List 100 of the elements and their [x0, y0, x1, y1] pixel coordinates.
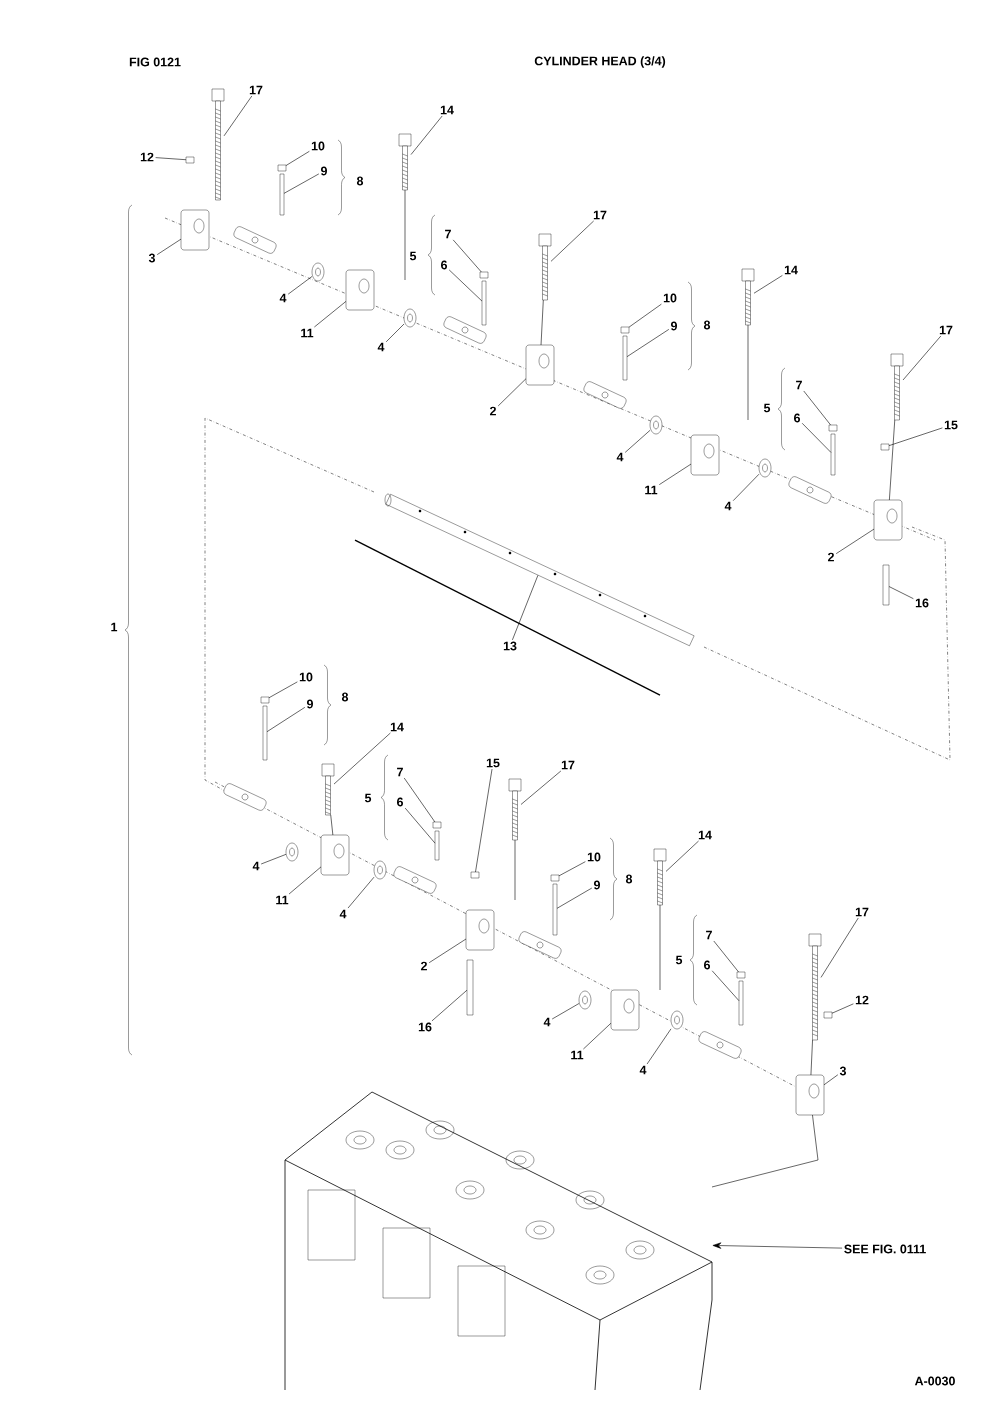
bolt — [741, 268, 755, 326]
callout-number: 4 — [252, 861, 260, 871]
leader-line — [659, 463, 692, 485]
callout-number: 8 — [341, 692, 349, 702]
callout-number: 11 — [301, 328, 314, 338]
nut — [277, 164, 287, 172]
stud — [882, 564, 890, 606]
callout-number: 4 — [543, 1017, 551, 1027]
nut — [470, 871, 480, 879]
stud — [466, 959, 474, 1016]
leader-line — [550, 220, 594, 262]
bracket — [525, 344, 555, 386]
reference-note: SEE FIG. 0111 — [844, 1244, 926, 1254]
bracket — [320, 834, 350, 876]
bracket — [180, 209, 210, 251]
callout-number: 17 — [249, 85, 263, 95]
bolt — [398, 133, 412, 191]
callout-number: 7 — [397, 767, 403, 777]
leader-line — [835, 528, 875, 554]
leader-line — [223, 95, 253, 137]
callout-number: 6 — [704, 960, 710, 970]
callout-number: 5 — [675, 955, 683, 965]
leader-line — [626, 329, 670, 357]
alignment-line — [711, 1114, 819, 1188]
alignment-line — [810, 1039, 813, 1076]
callout-number: 10 — [663, 293, 677, 303]
nut — [823, 1011, 833, 1019]
callout-number: 4 — [279, 293, 287, 303]
callout-number: 13 — [503, 641, 517, 651]
leader-line — [556, 887, 593, 909]
bolt — [508, 778, 522, 841]
callout-number: 5 — [409, 251, 417, 261]
leader-line — [475, 768, 493, 873]
nut — [828, 424, 838, 432]
leader-line — [497, 378, 527, 407]
callout-number: 16 — [418, 1022, 432, 1032]
leader-line — [333, 732, 391, 785]
drawing-number: A-0030 — [914, 1376, 955, 1386]
nut — [185, 156, 195, 164]
callout-number: 3 — [839, 1066, 846, 1076]
bolt — [538, 233, 552, 301]
bracket — [795, 1074, 825, 1116]
leader-line — [288, 866, 322, 895]
washer — [403, 308, 417, 328]
callout-number: 9 — [307, 699, 313, 709]
washer — [373, 860, 387, 880]
callout-number: 14 — [440, 105, 454, 115]
callout-number: 11 — [571, 1050, 584, 1060]
callout-number: 7 — [706, 930, 712, 940]
callout-number: 2 — [490, 406, 496, 416]
callout-number: 5 — [364, 793, 372, 803]
callout-number: 8 — [625, 874, 633, 884]
leader-line — [831, 1003, 854, 1014]
callout-number: 8 — [356, 176, 364, 186]
leader-line — [314, 301, 347, 328]
cylinder-head-drawing — [284, 1091, 713, 1391]
nut — [736, 971, 746, 979]
bracket — [610, 989, 640, 1031]
leader-line — [801, 422, 832, 453]
callout-number: 17 — [593, 210, 607, 220]
leader-line — [404, 807, 436, 844]
leader-line — [512, 575, 539, 641]
callout-number: 12 — [140, 152, 154, 162]
callout-number: 3 — [148, 253, 155, 263]
callout-number: 14 — [390, 722, 404, 732]
washer — [670, 1010, 684, 1030]
nut — [260, 696, 270, 704]
callout-number: 4 — [616, 452, 624, 462]
nut — [620, 326, 630, 334]
leader-line — [452, 239, 482, 273]
leader-line — [803, 390, 831, 426]
callout-number: 4 — [377, 342, 385, 352]
leader-line — [753, 275, 783, 294]
washer — [311, 262, 325, 282]
callout-number: 2 — [421, 961, 427, 971]
bolt — [211, 88, 225, 201]
callout-number: 9 — [671, 321, 677, 331]
callout-number: 7 — [796, 380, 802, 390]
bracket — [873, 499, 903, 541]
nut — [880, 443, 890, 451]
callout-number: 4 — [639, 1065, 647, 1075]
callout-number: 9 — [321, 166, 327, 176]
leader-line — [410, 115, 443, 155]
bracket — [690, 434, 720, 476]
arrow — [712, 1242, 843, 1249]
callout-number: 16 — [915, 598, 929, 608]
callout-number: 6 — [397, 797, 403, 807]
washer — [649, 415, 663, 435]
alignment-line — [540, 299, 544, 346]
callout-number: 7 — [445, 229, 451, 239]
bolt — [653, 848, 667, 906]
leader-line — [403, 777, 436, 823]
callout-number: 1 — [111, 622, 118, 632]
callout-number: 10 — [299, 672, 313, 682]
figure-number: FIG 0121 — [129, 57, 181, 67]
leader-line — [583, 1022, 612, 1050]
leader-line — [823, 1074, 839, 1086]
washer — [285, 842, 299, 862]
callout-number: 15 — [486, 758, 500, 768]
callout-number: 6 — [794, 413, 800, 423]
